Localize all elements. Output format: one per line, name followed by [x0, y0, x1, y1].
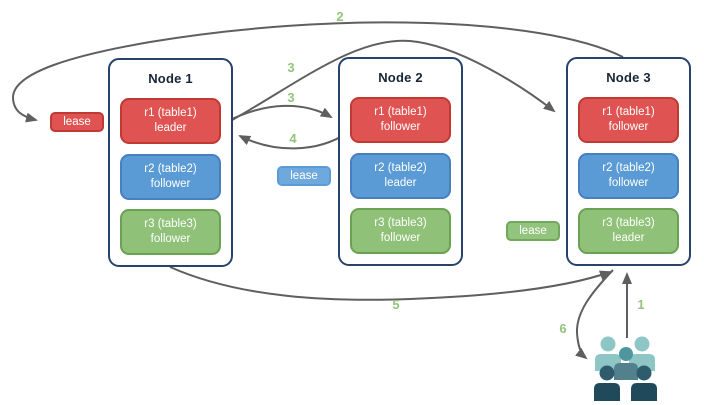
arrow-step3-leader-to-node2: [227, 104, 333, 122]
node-1-replica-r2: r2 (table2) follower: [120, 154, 221, 200]
step-label-3b: 3: [287, 90, 295, 105]
step-label-4: 4: [289, 131, 297, 146]
step-label-2: 2: [336, 9, 344, 24]
replica-role: follower: [608, 177, 649, 189]
replica-name: r3 (table3): [374, 217, 427, 230]
lease-badge-table1: lease: [50, 112, 104, 132]
step-label-1: 1: [637, 297, 645, 312]
replica-name: r1 (table1): [144, 107, 197, 120]
node-3-replica-r2: r2 (table2) follower: [578, 153, 679, 199]
step-label-5: 5: [392, 297, 400, 312]
step-label-6: 6: [559, 321, 567, 336]
node-1-replica-r1: r1 (table1) leader: [120, 98, 221, 144]
arrow-step6-node3-to-users: [575, 269, 614, 360]
replica-name: r2 (table2): [602, 162, 655, 175]
replica-role: follower: [380, 232, 421, 244]
replica-role: follower: [608, 121, 649, 133]
replica-name: r2 (table2): [144, 163, 197, 176]
lease-badge-table2: lease: [277, 166, 331, 186]
arrow-step4-node2-to-leader: [238, 132, 348, 150]
replica-name: r2 (table2): [374, 162, 427, 175]
replica-role: follower: [150, 178, 191, 190]
replica-role: follower: [150, 233, 191, 245]
replica-role: leader: [154, 122, 187, 134]
node-2-replica-r3: r3 (table3) follower: [350, 208, 451, 254]
users-icon: [594, 336, 657, 401]
node-2-replica-r1: r1 (table1) follower: [350, 97, 451, 143]
arrow-step5-node1-to-node3: [169, 266, 612, 301]
replica-name: r1 (table1): [374, 106, 427, 119]
replica-role: leader: [612, 232, 645, 244]
replica-name: r3 (table3): [602, 217, 655, 230]
node-2-title: Node 2: [378, 70, 423, 85]
replica-name: r1 (table1): [602, 106, 655, 119]
node-1-title: Node 1: [148, 71, 193, 86]
replica-role: leader: [384, 177, 417, 189]
node-2: Node 2 r1 (table1) follower r2 (table2) …: [338, 57, 463, 266]
node-2-replica-r2: r2 (table2) leader: [350, 153, 451, 199]
lease-badge-table3: lease: [506, 221, 560, 241]
node-1: Node 1 r1 (table1) leader r2 (table2) fo…: [108, 58, 233, 267]
replica-role: follower: [380, 121, 421, 133]
arrow-step3-leader-to-node3: [226, 39, 556, 124]
arrow-step2-node3-to-lease1: [11, 21, 624, 123]
node-3: Node 3 r1 (table1) follower r2 (table2) …: [566, 57, 691, 266]
node-1-replica-r3: r3 (table3) follower: [120, 209, 221, 255]
replica-name: r3 (table3): [144, 218, 197, 231]
node-3-replica-r3: r3 (table3) leader: [578, 208, 679, 254]
node-3-replica-r1: r1 (table1) follower: [578, 97, 679, 143]
step-label-3a: 3: [287, 60, 295, 75]
node-3-title: Node 3: [606, 70, 651, 85]
